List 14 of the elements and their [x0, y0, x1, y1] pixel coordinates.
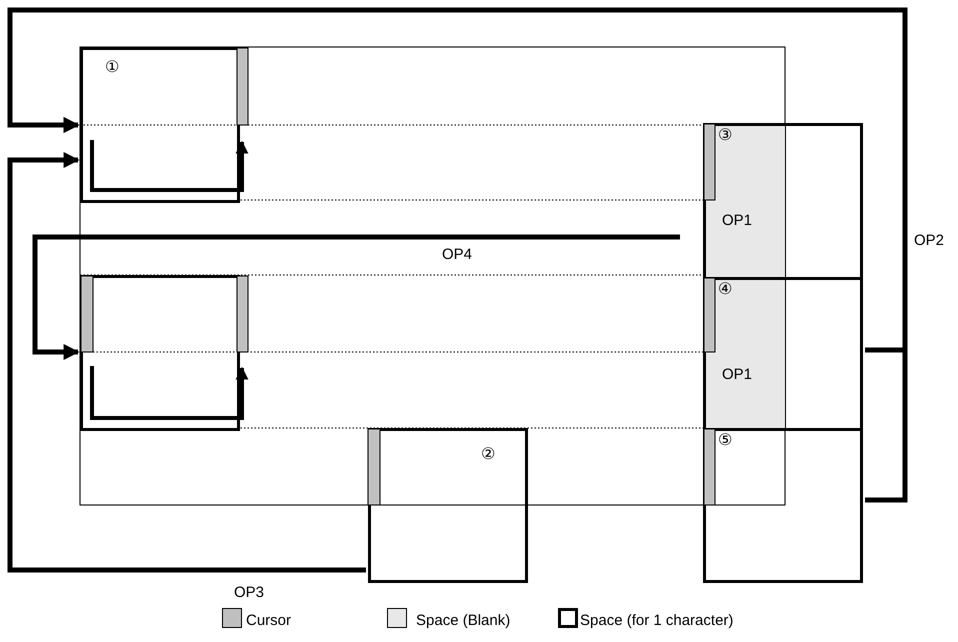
- arrow: [32, 234, 680, 360]
- position-number: ②: [481, 445, 496, 463]
- legend-label: Cursor: [246, 612, 292, 630]
- arrow: [8, 152, 366, 572]
- position-number: ①: [105, 58, 120, 76]
- position-number: ③: [718, 126, 732, 144]
- blank-space-box: [703, 277, 863, 431]
- position-number: ④: [718, 280, 732, 298]
- operation-label: OP1: [722, 366, 752, 384]
- blank-space-box: [703, 123, 863, 280]
- legend-label: Space (Blank): [416, 612, 510, 630]
- legend-label: Space (for 1 character): [580, 612, 734, 630]
- position-number: ⑤: [718, 431, 732, 449]
- operation-label: OP1: [722, 212, 752, 230]
